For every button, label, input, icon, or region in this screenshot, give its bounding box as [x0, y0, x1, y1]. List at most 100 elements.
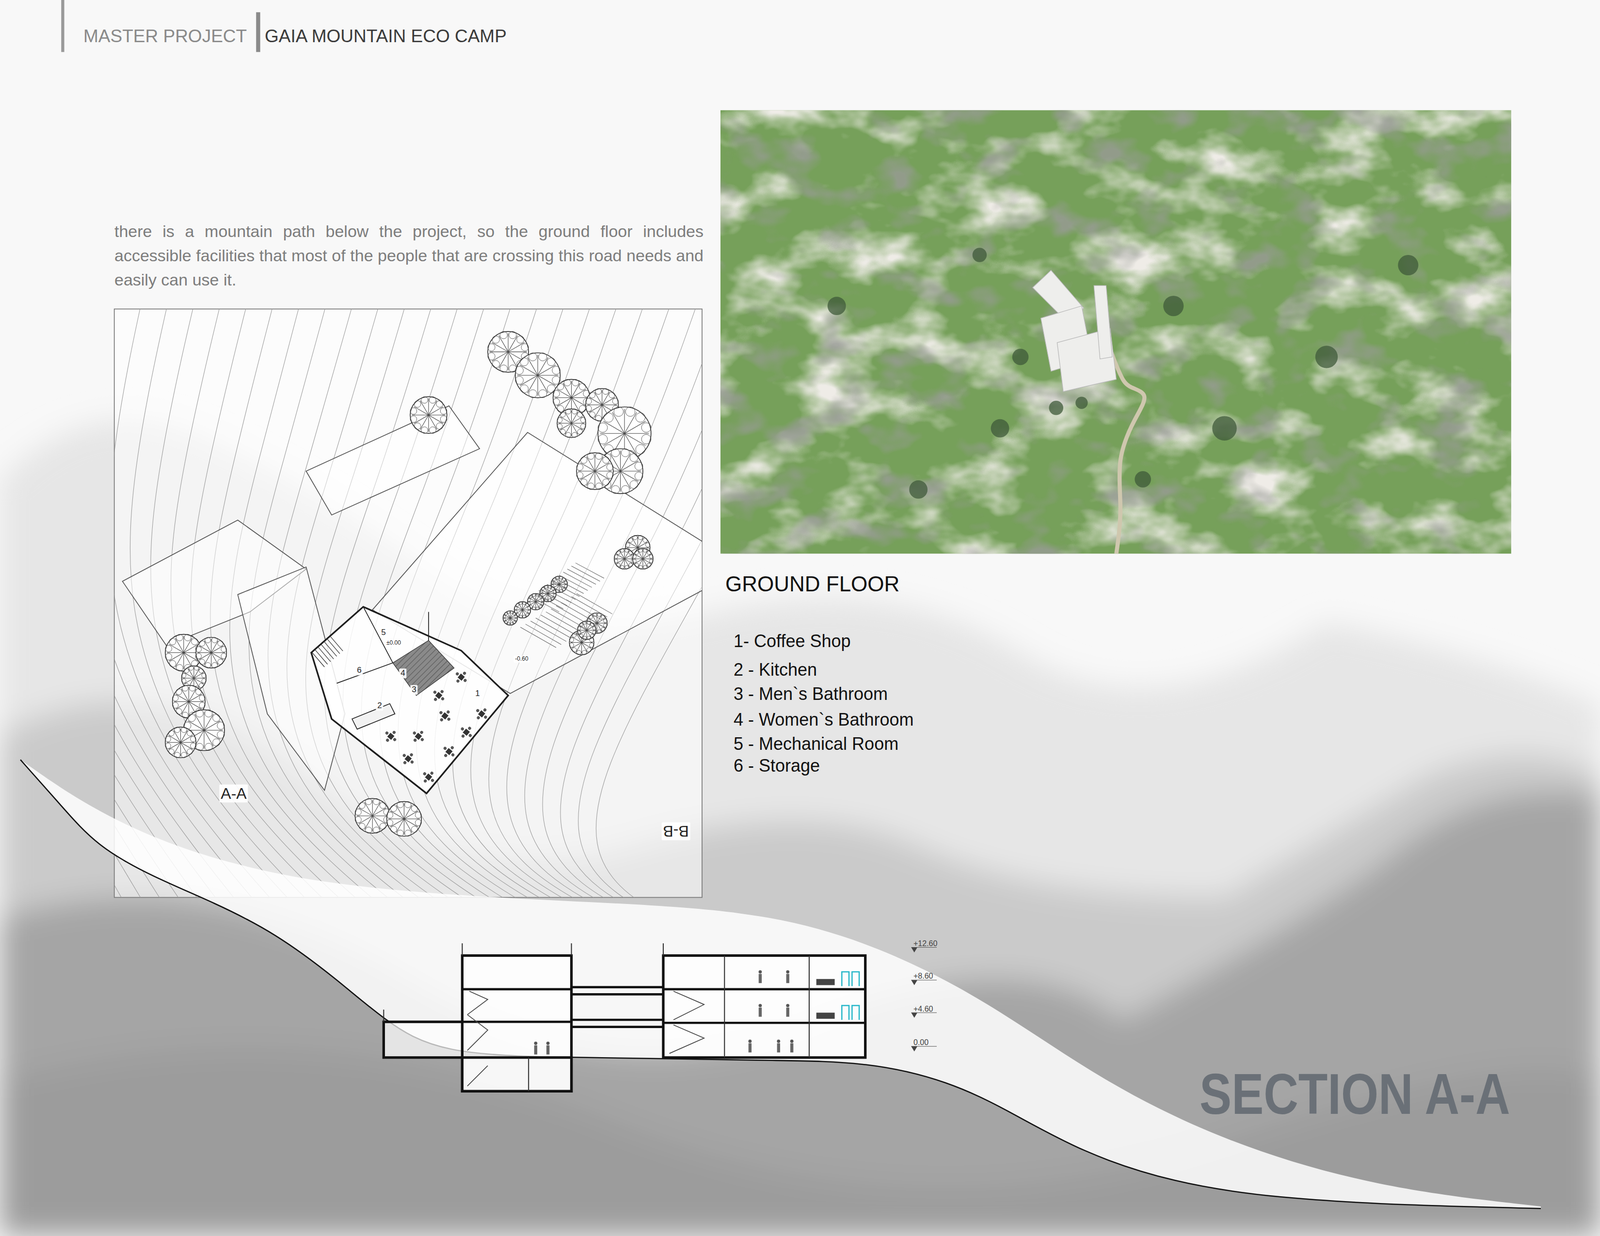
aerial-photo	[1397, 255, 1419, 276]
tree-symbol	[571, 642, 582, 649]
tree-symbol	[602, 388, 609, 395]
tree-symbol	[527, 606, 531, 610]
tree-symbol	[642, 559, 643, 569]
stair-symbol	[575, 562, 605, 579]
tree-symbol	[632, 548, 654, 570]
stair-symbol	[467, 1014, 488, 1051]
header-bar	[61, 0, 64, 52]
room-key: 2 - Kitchen	[733, 659, 817, 680]
tree-symbol	[589, 615, 593, 620]
section-drawing	[383, 1022, 463, 1058]
person-figure	[758, 1008, 762, 1018]
tree-symbol	[624, 409, 625, 434]
tree-symbol	[647, 563, 652, 568]
table-symbol	[425, 773, 433, 782]
tree-symbol	[199, 702, 206, 709]
tree-symbol	[520, 357, 529, 367]
tree-symbol	[403, 803, 405, 820]
tree-symbol	[595, 388, 602, 395]
tree-symbol	[515, 352, 561, 399]
tree-symbol	[403, 818, 405, 835]
tree-symbol	[507, 612, 511, 619]
tree-symbol	[537, 375, 559, 376]
table-symbol	[443, 746, 448, 751]
tree-symbol	[504, 621, 508, 624]
tree-symbol	[572, 647, 577, 653]
tree-symbol	[577, 471, 595, 472]
tree-symbol	[515, 352, 561, 399]
tree-symbol	[537, 375, 548, 394]
level-label: +4.60	[913, 1005, 933, 1014]
tree-symbol	[503, 610, 518, 625]
section-drawing	[816, 979, 835, 986]
tree-symbol	[552, 376, 561, 385]
aerial-photo	[991, 419, 1010, 438]
tree-symbol	[365, 798, 372, 805]
tree-symbol	[169, 660, 176, 668]
table-symbol	[419, 768, 439, 787]
terrain-surface	[20, 759, 1541, 1209]
tree-symbol	[172, 702, 179, 709]
tree-symbol	[168, 749, 175, 755]
tree-symbol	[586, 630, 592, 638]
tree-symbol	[358, 823, 366, 830]
tree-symbol	[440, 416, 448, 423]
tree-symbol	[498, 335, 509, 352]
tree-symbol	[358, 816, 373, 824]
table-symbol	[467, 733, 473, 738]
tree-symbol	[173, 701, 189, 703]
tree-symbol	[597, 434, 608, 445]
tree-symbol	[188, 668, 194, 679]
stair-symbol	[321, 644, 334, 659]
tree-symbol	[174, 727, 180, 733]
tree-symbol	[587, 482, 595, 490]
tree-symbol	[532, 593, 536, 597]
tree-symbol	[379, 823, 386, 830]
tree-symbol	[565, 432, 572, 438]
tree-symbol	[571, 423, 579, 435]
tree-symbol	[217, 731, 225, 739]
stair-symbol	[576, 593, 613, 615]
tree-symbol	[195, 653, 202, 659]
tree-symbol	[519, 601, 523, 605]
tree-symbol	[205, 637, 211, 643]
section-drawing	[528, 1057, 529, 1092]
tree-symbol	[188, 687, 190, 703]
tree-symbol	[537, 354, 539, 376]
tree-symbol	[621, 485, 630, 495]
tree-symbol	[201, 673, 207, 678]
tree-symbol	[189, 685, 196, 692]
section-drawing	[816, 1012, 835, 1020]
tree-symbol	[183, 653, 192, 668]
tree-symbol	[199, 640, 205, 647]
tree-symbol	[554, 397, 572, 399]
tree-symbol	[611, 485, 620, 495]
tree-symbol	[581, 642, 588, 653]
tree-symbol	[194, 714, 205, 731]
tree-symbol	[586, 630, 588, 639]
tree-symbol	[624, 433, 649, 434]
tree-symbol	[537, 375, 556, 386]
tree-symbol	[372, 816, 381, 830]
tree-symbol	[372, 800, 373, 816]
tree-symbol	[602, 404, 618, 406]
tree-symbol	[165, 727, 196, 758]
ground-floor-plan	[428, 611, 430, 641]
tree-symbol	[624, 433, 646, 446]
tree-symbol	[620, 471, 621, 493]
tree-symbol	[189, 666, 194, 671]
table-symbol	[435, 691, 443, 700]
tree-symbol	[621, 448, 630, 458]
tree-symbol	[608, 392, 615, 399]
table-symbol	[419, 730, 424, 736]
tree-symbol	[429, 427, 436, 434]
tree-symbol	[428, 415, 437, 430]
tree-symbol	[547, 593, 552, 601]
tree-symbol	[592, 626, 596, 631]
table-symbol	[433, 697, 438, 703]
tree-symbol	[510, 618, 514, 624]
table-symbol	[457, 722, 477, 742]
tree-symbol	[515, 376, 524, 385]
table-symbol	[387, 733, 395, 741]
tree-symbol	[403, 811, 418, 819]
